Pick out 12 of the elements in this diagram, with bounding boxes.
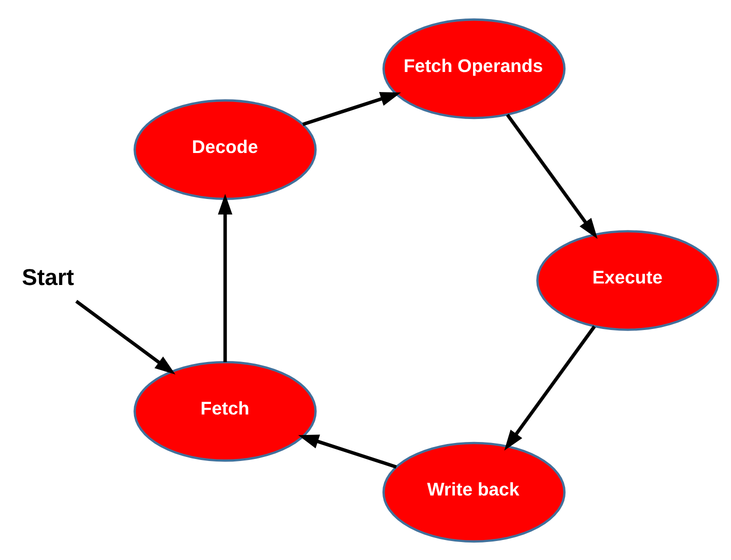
arrow [75, 299, 176, 374]
node-text: Start [22, 264, 74, 290]
arrow [298, 434, 397, 468]
arrow [504, 324, 596, 450]
node-ellipse: Fetch Operands [382, 18, 566, 119]
arrow [302, 92, 401, 126]
arrow [218, 193, 232, 362]
node-ellipse: Decode [134, 98, 317, 200]
arrow [506, 113, 598, 238]
node-ellipse: Write back [382, 441, 566, 542]
node-ellipse: Execute [536, 230, 720, 330]
node-ellipse: Fetch [134, 360, 317, 462]
